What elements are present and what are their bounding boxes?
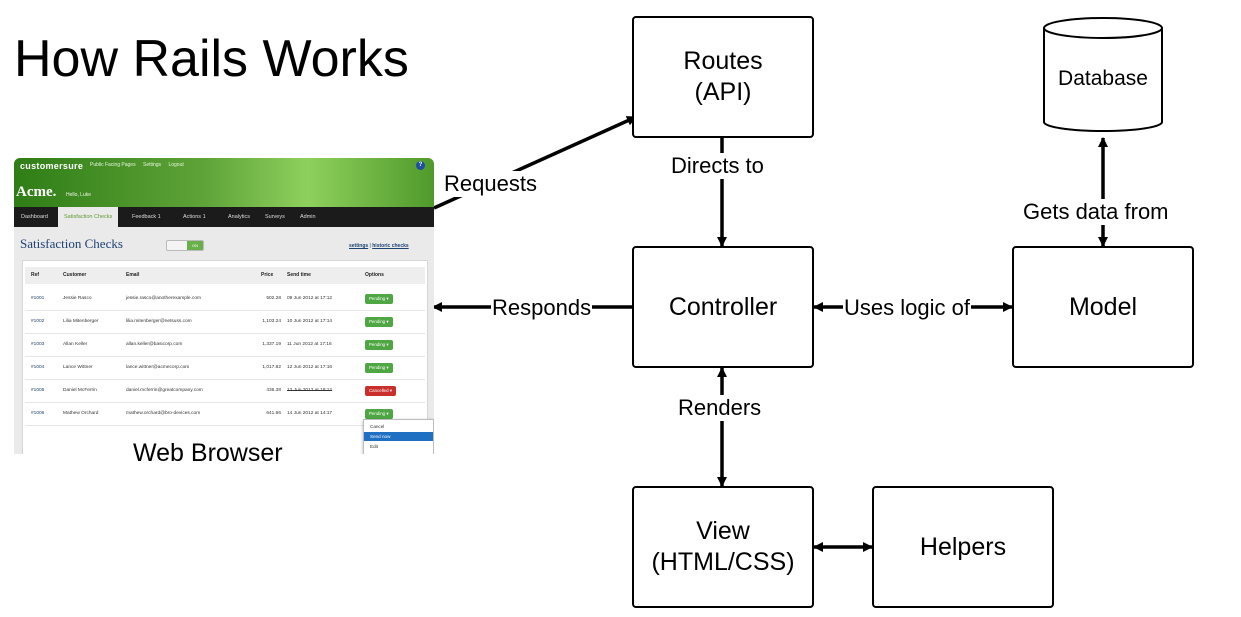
top-links: Public Facing Pages Settings Logout bbox=[90, 162, 190, 168]
directs-to-label: Directs to bbox=[670, 153, 765, 179]
cell-send-time: 14 Jun 2012 at 14:17 bbox=[287, 411, 333, 416]
table-row: #1006 Mathew Orchard mathew.orchard@bro-de… bbox=[25, 403, 425, 426]
tab-actions[interactable]: Actions 1 bbox=[183, 214, 206, 220]
top-link-settings[interactable]: Settings bbox=[142, 162, 162, 168]
app-header: customersure Public Facing Pages Setting… bbox=[14, 158, 434, 210]
col-options: Options bbox=[365, 272, 384, 278]
pending-status-button[interactable]: Pending ▾ bbox=[365, 317, 393, 327]
cell-email: allan.keller@basicorp.com bbox=[126, 342, 183, 347]
top-link-logout[interactable]: Logout bbox=[168, 162, 184, 168]
cell-customer: Mathew Orchard bbox=[63, 411, 99, 416]
cell-customer: Allan Keller bbox=[63, 342, 88, 347]
cell-ref[interactable]: #1002 bbox=[31, 319, 45, 324]
historic-checks-link[interactable]: historic checks bbox=[372, 243, 409, 249]
diagram-title: How Rails Works bbox=[14, 30, 409, 88]
table-row: #1002 Lilia Mitenberger lilia.mitenberger@… bbox=[25, 311, 425, 334]
web-browser-caption: Web Browser bbox=[133, 439, 283, 467]
cell-send-time: 11 Jun 2012 at 17:16 bbox=[287, 342, 332, 347]
cell-email: jessie.rasco@anotherexample.com bbox=[126, 296, 201, 301]
cell-ref[interactable]: #1001 bbox=[31, 296, 45, 301]
col-price: Price bbox=[261, 272, 274, 278]
cell-customer: Lance Wittner bbox=[63, 365, 93, 370]
cell-email: lilia.mitenberger@netsuss.com bbox=[126, 319, 192, 324]
cell-price: 436.38 bbox=[266, 388, 281, 393]
table-header: Ref Customer Email Price Send time Optio… bbox=[25, 267, 425, 284]
greeting: Hello, Luke bbox=[66, 192, 92, 198]
uses-logic-of-label: Uses logic of bbox=[843, 295, 971, 321]
tab-feedback[interactable]: Feedback 1 bbox=[132, 214, 161, 220]
gets-data-from-label: Gets data from bbox=[1022, 199, 1170, 225]
pending-status-button[interactable]: Pending ▾ bbox=[365, 409, 393, 419]
pending-status-button[interactable]: Pending ▾ bbox=[365, 294, 393, 304]
cell-price: 502.28 bbox=[266, 296, 281, 301]
cell-ref[interactable]: #1005 bbox=[31, 388, 45, 393]
helpers-box: Helpers bbox=[872, 486, 1054, 608]
col-email: Email bbox=[126, 272, 140, 278]
responds-label: Responds bbox=[491, 295, 593, 321]
tab-admin[interactable]: Admin bbox=[300, 214, 316, 220]
cell-email: daniel.mcferrin@greatcompany.com bbox=[126, 388, 203, 393]
tab-satisfaction-checks[interactable]: Satisfaction Checks bbox=[58, 207, 119, 227]
status-toggle[interactable]: ON bbox=[166, 240, 204, 251]
routes-box: Routes (API) bbox=[632, 16, 814, 138]
cell-ref[interactable]: #1004 bbox=[31, 365, 45, 370]
table-row: #1005 Daniel McFerrin daniel.mcferrin@grea… bbox=[25, 380, 425, 403]
table-row: #1001 Jessie Rasco jessie.rasco@anotherexa… bbox=[25, 288, 425, 311]
dropdown-item-send-now[interactable]: Send now bbox=[364, 432, 433, 441]
tab-analytics[interactable]: Analytics bbox=[228, 214, 251, 220]
cell-ref[interactable]: #1003 bbox=[31, 342, 45, 347]
controller-box: Controller bbox=[632, 246, 814, 368]
database-cylinder bbox=[1043, 17, 1163, 132]
cell-ref[interactable]: #1006 bbox=[31, 411, 45, 416]
main-nav: Dashboard Satisfaction Checks Feedback 1… bbox=[14, 207, 434, 227]
tab-dashboard[interactable]: Dashboard bbox=[21, 214, 48, 220]
top-link-public-pages[interactable]: Public Facing Pages bbox=[90, 162, 136, 168]
table-row: #1003 Allan Keller allan.keller@basicorp.c… bbox=[25, 334, 425, 357]
requests-label: Requests bbox=[443, 171, 538, 197]
cell-email: mathew.orchard@bro-devices.com bbox=[126, 411, 201, 416]
page-title: Satisfaction Checks bbox=[20, 236, 123, 251]
cell-send-time: 09 Jun 2012 at 17:12 bbox=[287, 296, 333, 301]
app-logo: customersure bbox=[20, 161, 84, 171]
cell-price: 641.66 bbox=[266, 411, 281, 416]
renders-label: Renders bbox=[677, 395, 763, 421]
view-box: View (HTML/CSS) bbox=[632, 486, 814, 608]
cell-send-time: 12 Jun 2012 at 18:12 bbox=[287, 388, 333, 393]
cancelled-status-button[interactable]: Cancelled ▾ bbox=[365, 386, 396, 396]
toggle-on-label: ON bbox=[187, 241, 203, 250]
web-browser-screenshot: customersure Public Facing Pages Setting… bbox=[14, 158, 434, 454]
dropdown-item-edit[interactable]: Edit bbox=[370, 444, 378, 449]
settings-link[interactable]: settings bbox=[349, 243, 369, 249]
table-row: #1004 Lance Wittner lance.wittner@acmecorp… bbox=[25, 357, 425, 380]
cell-price: 1,103.24 bbox=[262, 319, 281, 324]
options-dropdown: Cancel Send now Edit bbox=[363, 419, 434, 454]
database-label: Database bbox=[1058, 67, 1148, 90]
cell-price: 1,017.82 bbox=[262, 365, 281, 370]
page-links: settings | historic checks bbox=[349, 243, 409, 249]
cell-email: lance.wittner@acmecorp.com bbox=[126, 365, 190, 370]
pending-status-button[interactable]: Pending ▾ bbox=[365, 363, 393, 373]
checks-table: Ref Customer Email Price Send time Optio… bbox=[22, 260, 428, 454]
col-send-time: Send time bbox=[287, 272, 311, 278]
cell-send-time: 12 Jun 2012 at 17:16 bbox=[287, 365, 333, 370]
dropdown-item-cancel[interactable]: Cancel bbox=[370, 424, 385, 429]
cell-price: 1,337.19 bbox=[262, 342, 281, 347]
help-icon[interactable]: ? bbox=[416, 161, 425, 170]
company-brand: Acme. bbox=[16, 184, 57, 200]
pending-status-button[interactable]: Pending ▾ bbox=[365, 340, 393, 350]
model-box: Model bbox=[1012, 246, 1194, 368]
col-ref: Ref bbox=[31, 272, 40, 278]
cell-customer: Daniel McFerrin bbox=[63, 388, 97, 393]
cell-customer: Lilia Mitenberger bbox=[63, 319, 99, 324]
cell-customer: Jessie Rasco bbox=[63, 296, 92, 301]
col-customer: Customer bbox=[63, 272, 87, 278]
cell-send-time: 10 Jun 2012 at 17:14 bbox=[287, 319, 333, 324]
tab-surveys[interactable]: Surveys bbox=[265, 214, 285, 220]
